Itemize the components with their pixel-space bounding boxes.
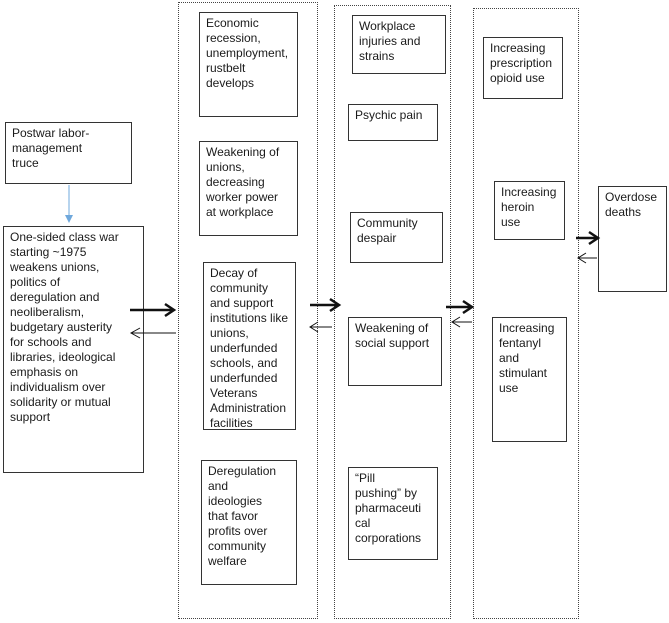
box-prescription-opioid: Increasing prescription opioid use (483, 37, 563, 99)
arrow-forward-col2-to-col3 (446, 299, 475, 315)
box-weakening-social-support: Weakening of social support (348, 317, 442, 386)
box-heroin-use: Increasing heroin use (494, 181, 565, 240)
column-causes (178, 2, 318, 619)
arrow-back-col2-to-col1 (309, 321, 332, 333)
box-deregulation: Deregulation and ideologies that favor p… (201, 460, 297, 585)
box-fentanyl-use: Increasing fentanyl and stimulant use (492, 317, 567, 442)
box-pill-pushing: “Pill pushing” by pharmaceuti cal corpor… (348, 467, 438, 560)
column-drug-use (473, 8, 579, 619)
arrow-back-col1-to-left (129, 327, 176, 339)
arrow-back-overdose-to-col3 (577, 252, 597, 264)
arrow-forward-col3-to-overdose (576, 230, 601, 246)
arrow-forward-col1-to-col2 (310, 297, 342, 313)
box-decay-community: Decay of community and support instituti… (203, 262, 296, 430)
box-one-sided-class-war: One-sided class war starting ~1975 weake… (3, 226, 144, 473)
box-community-despair: Community despair (350, 212, 443, 263)
box-overdose-deaths: Overdose deaths (598, 186, 667, 292)
arrow-forward-left-to-col1 (130, 302, 177, 318)
box-economic-recession: Economic recession, unemployment, rustbe… (199, 12, 298, 117)
arrow-back-col3-to-col2 (451, 316, 472, 328)
box-psychic-pain: Psychic pain (348, 104, 438, 141)
column-effects (334, 5, 451, 619)
box-workplace-injuries: Workplace injuries and strains (352, 15, 446, 74)
box-postwar-truce: Postwar labor- management truce (5, 122, 132, 184)
box-weakening-unions: Weakening of unions, decreasing worker p… (199, 141, 298, 236)
